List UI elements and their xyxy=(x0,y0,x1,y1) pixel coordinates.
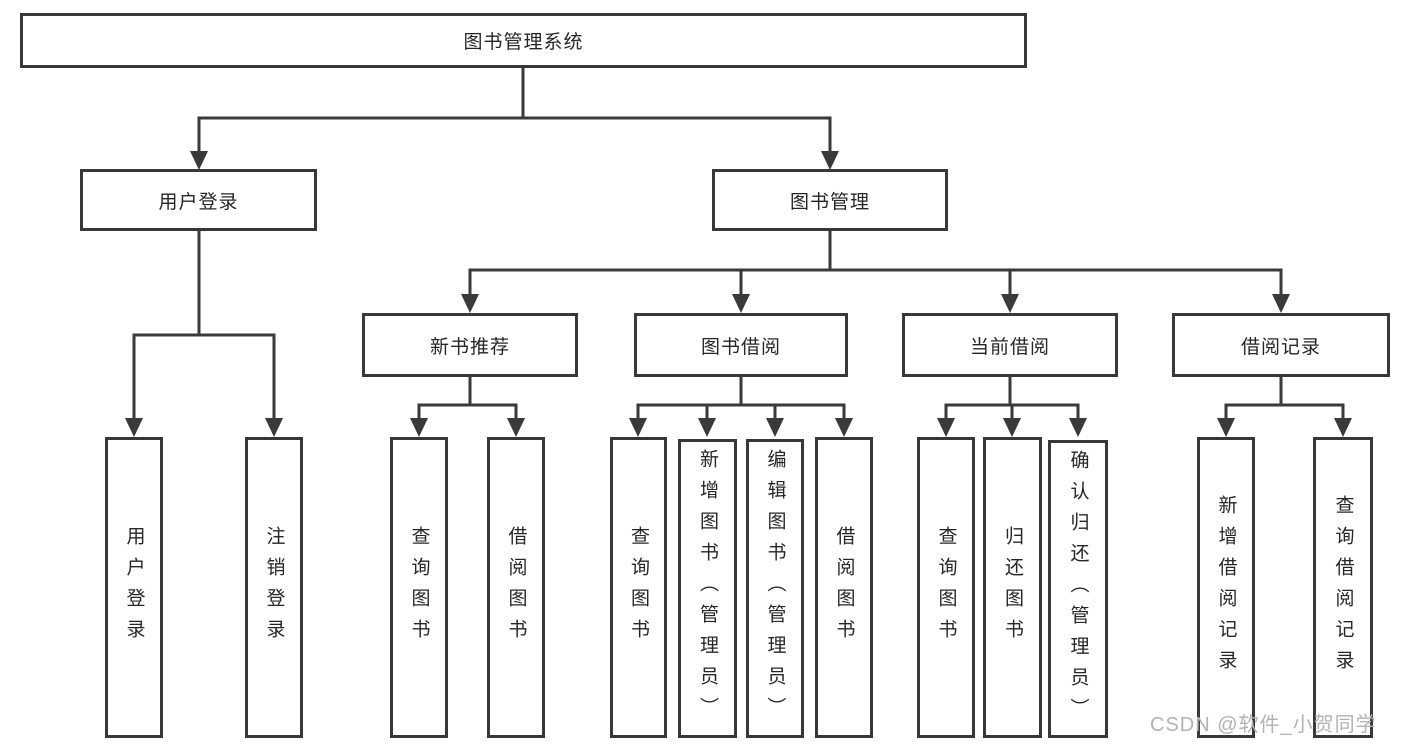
arrowhead xyxy=(507,418,525,437)
leaf-query-books-borrow: 查询图书 xyxy=(610,437,667,738)
leaf-query-books-recommend: 查询图书 xyxy=(390,437,448,738)
arrowhead xyxy=(125,418,143,437)
leaf-user-login: 用户登录 xyxy=(105,437,163,738)
leaf-add-books-admin: 新增图书（管理员） xyxy=(678,439,737,738)
leaf-label: 用户登录 xyxy=(123,525,145,650)
arrowhead xyxy=(1334,418,1352,437)
leaf-label: 查询图书 xyxy=(408,525,430,650)
arrowhead xyxy=(732,294,750,313)
arrowhead xyxy=(461,294,479,313)
node-current-borrow: 当前借阅 xyxy=(902,313,1118,377)
leaf-borrow-books-recommend: 借阅图书 xyxy=(487,437,545,738)
arrowhead xyxy=(1003,418,1021,437)
arrowhead xyxy=(1001,294,1019,313)
leaf-add-borrow-record: 新增借阅记录 xyxy=(1197,437,1255,738)
leaf-query-borrow-record: 查询借阅记录 xyxy=(1313,437,1373,738)
leaf-label: 查询图书 xyxy=(935,525,957,650)
leaf-edit-books-admin: 编辑图书（管理员） xyxy=(746,439,804,738)
leaf-label: 注销登录 xyxy=(263,525,285,650)
connector-borrow-records-to-leaves xyxy=(1217,375,1352,437)
node-book-management: 图书管理 xyxy=(712,169,948,231)
leaf-label: 编辑图书（管理员） xyxy=(764,449,786,728)
arrowhead xyxy=(629,418,647,437)
arrowhead xyxy=(410,418,428,437)
arrowhead xyxy=(1217,418,1235,437)
node-new-book-recommend: 新书推荐 xyxy=(362,313,578,377)
leaf-logout: 注销登录 xyxy=(245,437,303,738)
connector-current-borrow-to-leaves xyxy=(937,375,1087,437)
leaf-query-books-current: 查询图书 xyxy=(917,437,975,738)
leaf-label: 借阅图书 xyxy=(833,525,855,650)
arrowhead xyxy=(265,418,283,437)
connector-new-book-recommend-to-leaves xyxy=(410,375,525,437)
arrowhead xyxy=(698,418,716,437)
leaf-return-books: 归还图书 xyxy=(983,437,1042,738)
connector-user-login-to-leaves xyxy=(125,229,283,437)
leaf-label: 新增借阅记录 xyxy=(1215,494,1237,681)
leaf-label: 查询借阅记录 xyxy=(1332,494,1354,681)
leaf-label: 查询图书 xyxy=(628,525,649,650)
leaf-confirm-return-admin: 确认归还（管理员） xyxy=(1048,440,1108,738)
leaf-label: 确认归还（管理员） xyxy=(1067,449,1089,729)
connector-book-management-to-level3 xyxy=(461,229,1290,313)
node-library-management-system: 图书管理系统 xyxy=(20,13,1027,68)
arrowhead xyxy=(821,151,839,170)
leaf-label: 归还图书 xyxy=(1002,525,1023,650)
node-borrow-records: 借阅记录 xyxy=(1172,313,1390,377)
connector-book-borrow-to-leaves xyxy=(629,375,853,437)
node-book-borrow: 图书借阅 xyxy=(634,313,848,377)
arrowhead xyxy=(937,418,955,437)
node-user-login: 用户登录 xyxy=(80,169,317,231)
arrowhead xyxy=(766,418,784,437)
connector-root-to-level2 xyxy=(190,66,839,170)
arrowhead xyxy=(190,151,208,170)
arrowhead xyxy=(1069,418,1087,437)
leaf-borrow-books: 借阅图书 xyxy=(815,437,873,738)
arrowhead xyxy=(835,418,853,437)
leaf-label: 新增图书（管理员） xyxy=(697,449,718,728)
leaf-label: 借阅图书 xyxy=(505,525,527,650)
csdn-watermark: CSDN @软件_小贺同学 xyxy=(1150,714,1377,736)
arrowhead xyxy=(1272,294,1290,313)
